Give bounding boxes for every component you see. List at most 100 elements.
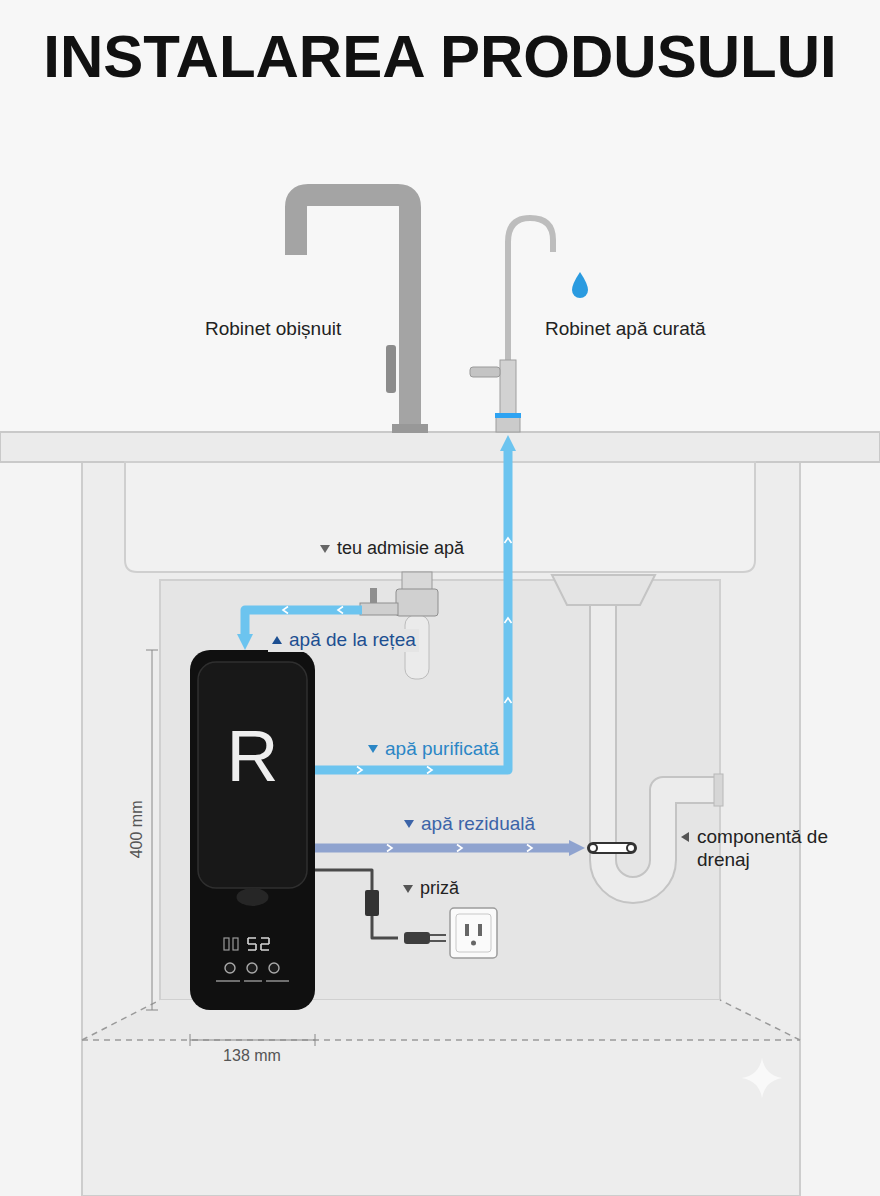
cover-notch [237, 888, 269, 906]
socket-face [456, 914, 491, 952]
flow-direction-mark [505, 698, 512, 703]
inlet-tee-node: teu admisie apă [315, 536, 500, 628]
flow-label: apă reziduală [421, 813, 535, 836]
power-socket [404, 908, 497, 958]
socket-slot [465, 924, 469, 936]
plug-prong [430, 940, 446, 942]
edge-label-group: apă reziduală [400, 813, 538, 836]
flow-direction-mark [457, 845, 462, 852]
drain-component-node: componentă de drenaj [585, 826, 845, 880]
tee-top [402, 572, 432, 590]
flow-direction-mark [338, 607, 343, 614]
tee-outlet [360, 603, 398, 615]
pointer-triangle [402, 883, 414, 895]
ordinary-faucet [296, 195, 428, 433]
status-icon [233, 938, 238, 950]
page-title: INSTALAREA PRODUSULUI [0, 22, 880, 91]
faucet-ring [495, 413, 521, 418]
logo-letter: R [227, 720, 279, 792]
dimension-lines [146, 650, 315, 1046]
cabinet [82, 462, 800, 1196]
node-label: priză [420, 878, 459, 900]
socket-slot [478, 924, 482, 936]
dimension-tick [190, 1034, 191, 1046]
button-caption-mark [216, 980, 240, 982]
clamp-screw [627, 844, 635, 852]
node-label: Robinet apă curată [545, 318, 706, 341]
plug-prong [430, 934, 446, 936]
tee-body [396, 589, 438, 616]
power-adapter [365, 890, 379, 916]
dimension-text: 400 mm [127, 789, 148, 869]
sink-basin [125, 462, 755, 572]
wall [0, 0, 880, 432]
pointer-triangle [271, 634, 283, 646]
purifier-unit: R [190, 650, 315, 1010]
control-button [225, 963, 235, 973]
pointer-triangle-shape [681, 832, 689, 842]
water-hose [315, 844, 569, 853]
dimension-tick [146, 1010, 158, 1011]
width-dimension [190, 1040, 315, 1041]
water-drop [572, 272, 588, 298]
pointer-triangle [403, 818, 415, 830]
tee-valve-handle [370, 588, 377, 603]
drain-clamp [588, 843, 636, 853]
faucet-handle [386, 345, 396, 393]
drain-strainer [552, 575, 655, 605]
edge-label-group: apă purificată [364, 738, 502, 761]
faucet-neck [508, 218, 553, 362]
pointer-triangle [679, 831, 691, 843]
display-digits [248, 938, 269, 950]
inlet-tee [315, 572, 438, 679]
power-socket-node: priză [398, 876, 500, 962]
inlet-hose-stub [315, 606, 362, 615]
dimension-text: 138 mm [212, 1046, 292, 1067]
flow-label: apă de la rețea [289, 629, 416, 652]
sparkle-watermark [742, 1058, 782, 1098]
flow-direction-mark [283, 607, 288, 614]
clamp-screw [589, 844, 597, 852]
pointer-triangle-shape [272, 636, 282, 644]
floor-edge [82, 1000, 160, 1040]
countertop-slab [0, 432, 880, 462]
height-dimension-label: 400 mm [127, 789, 148, 869]
ordinary-faucet-node: Robinet obișnuit [205, 318, 375, 348]
faucet-base [496, 416, 520, 432]
faucet-handle [470, 367, 500, 377]
socket-plate [450, 908, 497, 958]
countertop [0, 432, 880, 572]
button-caption-mark [266, 980, 289, 982]
cabinet-frame [82, 462, 800, 1196]
flow-direction-mark [527, 845, 532, 852]
status-icon [224, 938, 229, 950]
faucet-base [392, 424, 428, 433]
flow-direction-mark [505, 538, 512, 543]
pointer-triangle-shape [404, 820, 414, 828]
pointer-triangle-shape [320, 545, 330, 553]
pointer-triangle [367, 743, 379, 755]
clean-faucet-node: Robinet apă curată [460, 205, 760, 435]
flow-label: apă purificată [385, 738, 499, 761]
height-dimension [152, 650, 153, 1010]
edge-label-group: apă de la rețea [268, 629, 419, 652]
front-cover [198, 662, 307, 888]
width-dimension-label: 138 mm [212, 1046, 292, 1067]
pointer-triangle-shape [403, 885, 413, 893]
water-hose [315, 451, 508, 770]
floor-edge [720, 1000, 800, 1040]
flow-direction-mark [505, 618, 512, 623]
purifier-details [190, 650, 315, 1010]
drain-flange [714, 774, 723, 806]
pointer-triangle [319, 543, 331, 555]
flow-direction-mark [387, 845, 392, 852]
faucet-body [500, 360, 516, 416]
socket-ground [471, 941, 476, 946]
node-label: componentă de drenaj [697, 826, 837, 872]
